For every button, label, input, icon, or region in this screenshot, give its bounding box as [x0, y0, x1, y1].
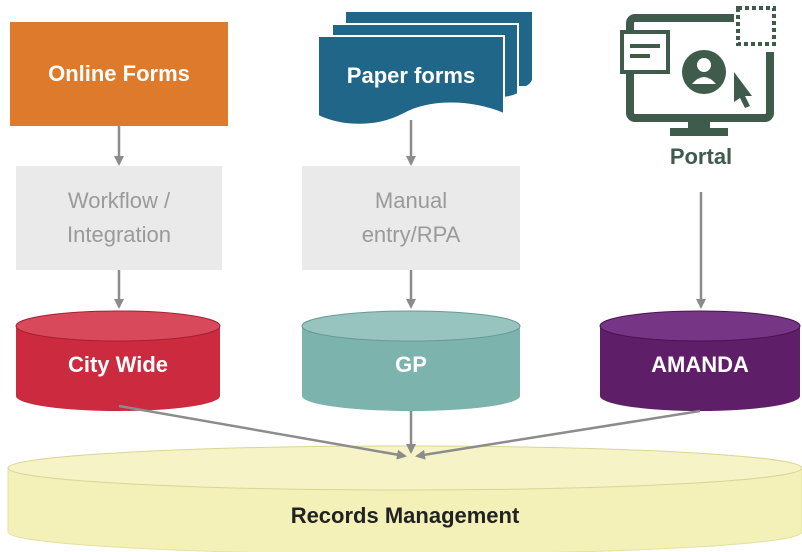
arrow-amanda-to-records — [415, 409, 701, 460]
city-wide-label: City Wide — [67, 352, 169, 377]
gp-cylinder — [301, 310, 521, 411]
amanda-cylinder — [599, 310, 801, 411]
amanda-label: AMANDA — [651, 352, 749, 377]
online-forms-box — [10, 22, 228, 126]
connectors — [114, 120, 706, 460]
gp-label: GP — [395, 352, 427, 377]
city-wide-cylinder — [15, 310, 221, 411]
manual-entry-label-line1: Manual — [374, 188, 448, 213]
arrow-citywide-to-records — [118, 404, 407, 460]
paper-forms-label: Paper forms — [346, 63, 476, 88]
manual-entry-label-line2: entry/RPA — [361, 222, 461, 247]
portal-label: Portal — [669, 144, 733, 169]
manual-entry-label: Manual entry/RPA — [302, 166, 520, 270]
workflow-label-line1: Workflow / — [67, 188, 171, 213]
manual-entry-box — [302, 166, 520, 270]
online-forms-label: Online Forms — [48, 61, 190, 86]
workflow-label: Workflow / Integration — [16, 166, 222, 270]
records-management-top — [7, 445, 802, 491]
portal-monitor-user-icon — [620, 6, 776, 136]
workflow-label-line2: Integration — [67, 222, 171, 247]
paper-forms-shape — [317, 12, 532, 126]
records-management-label: Records Management — [290, 503, 520, 528]
workflow-box — [16, 166, 222, 270]
records-management-cylinder — [7, 445, 802, 552]
records-management-body — [7, 467, 802, 552]
